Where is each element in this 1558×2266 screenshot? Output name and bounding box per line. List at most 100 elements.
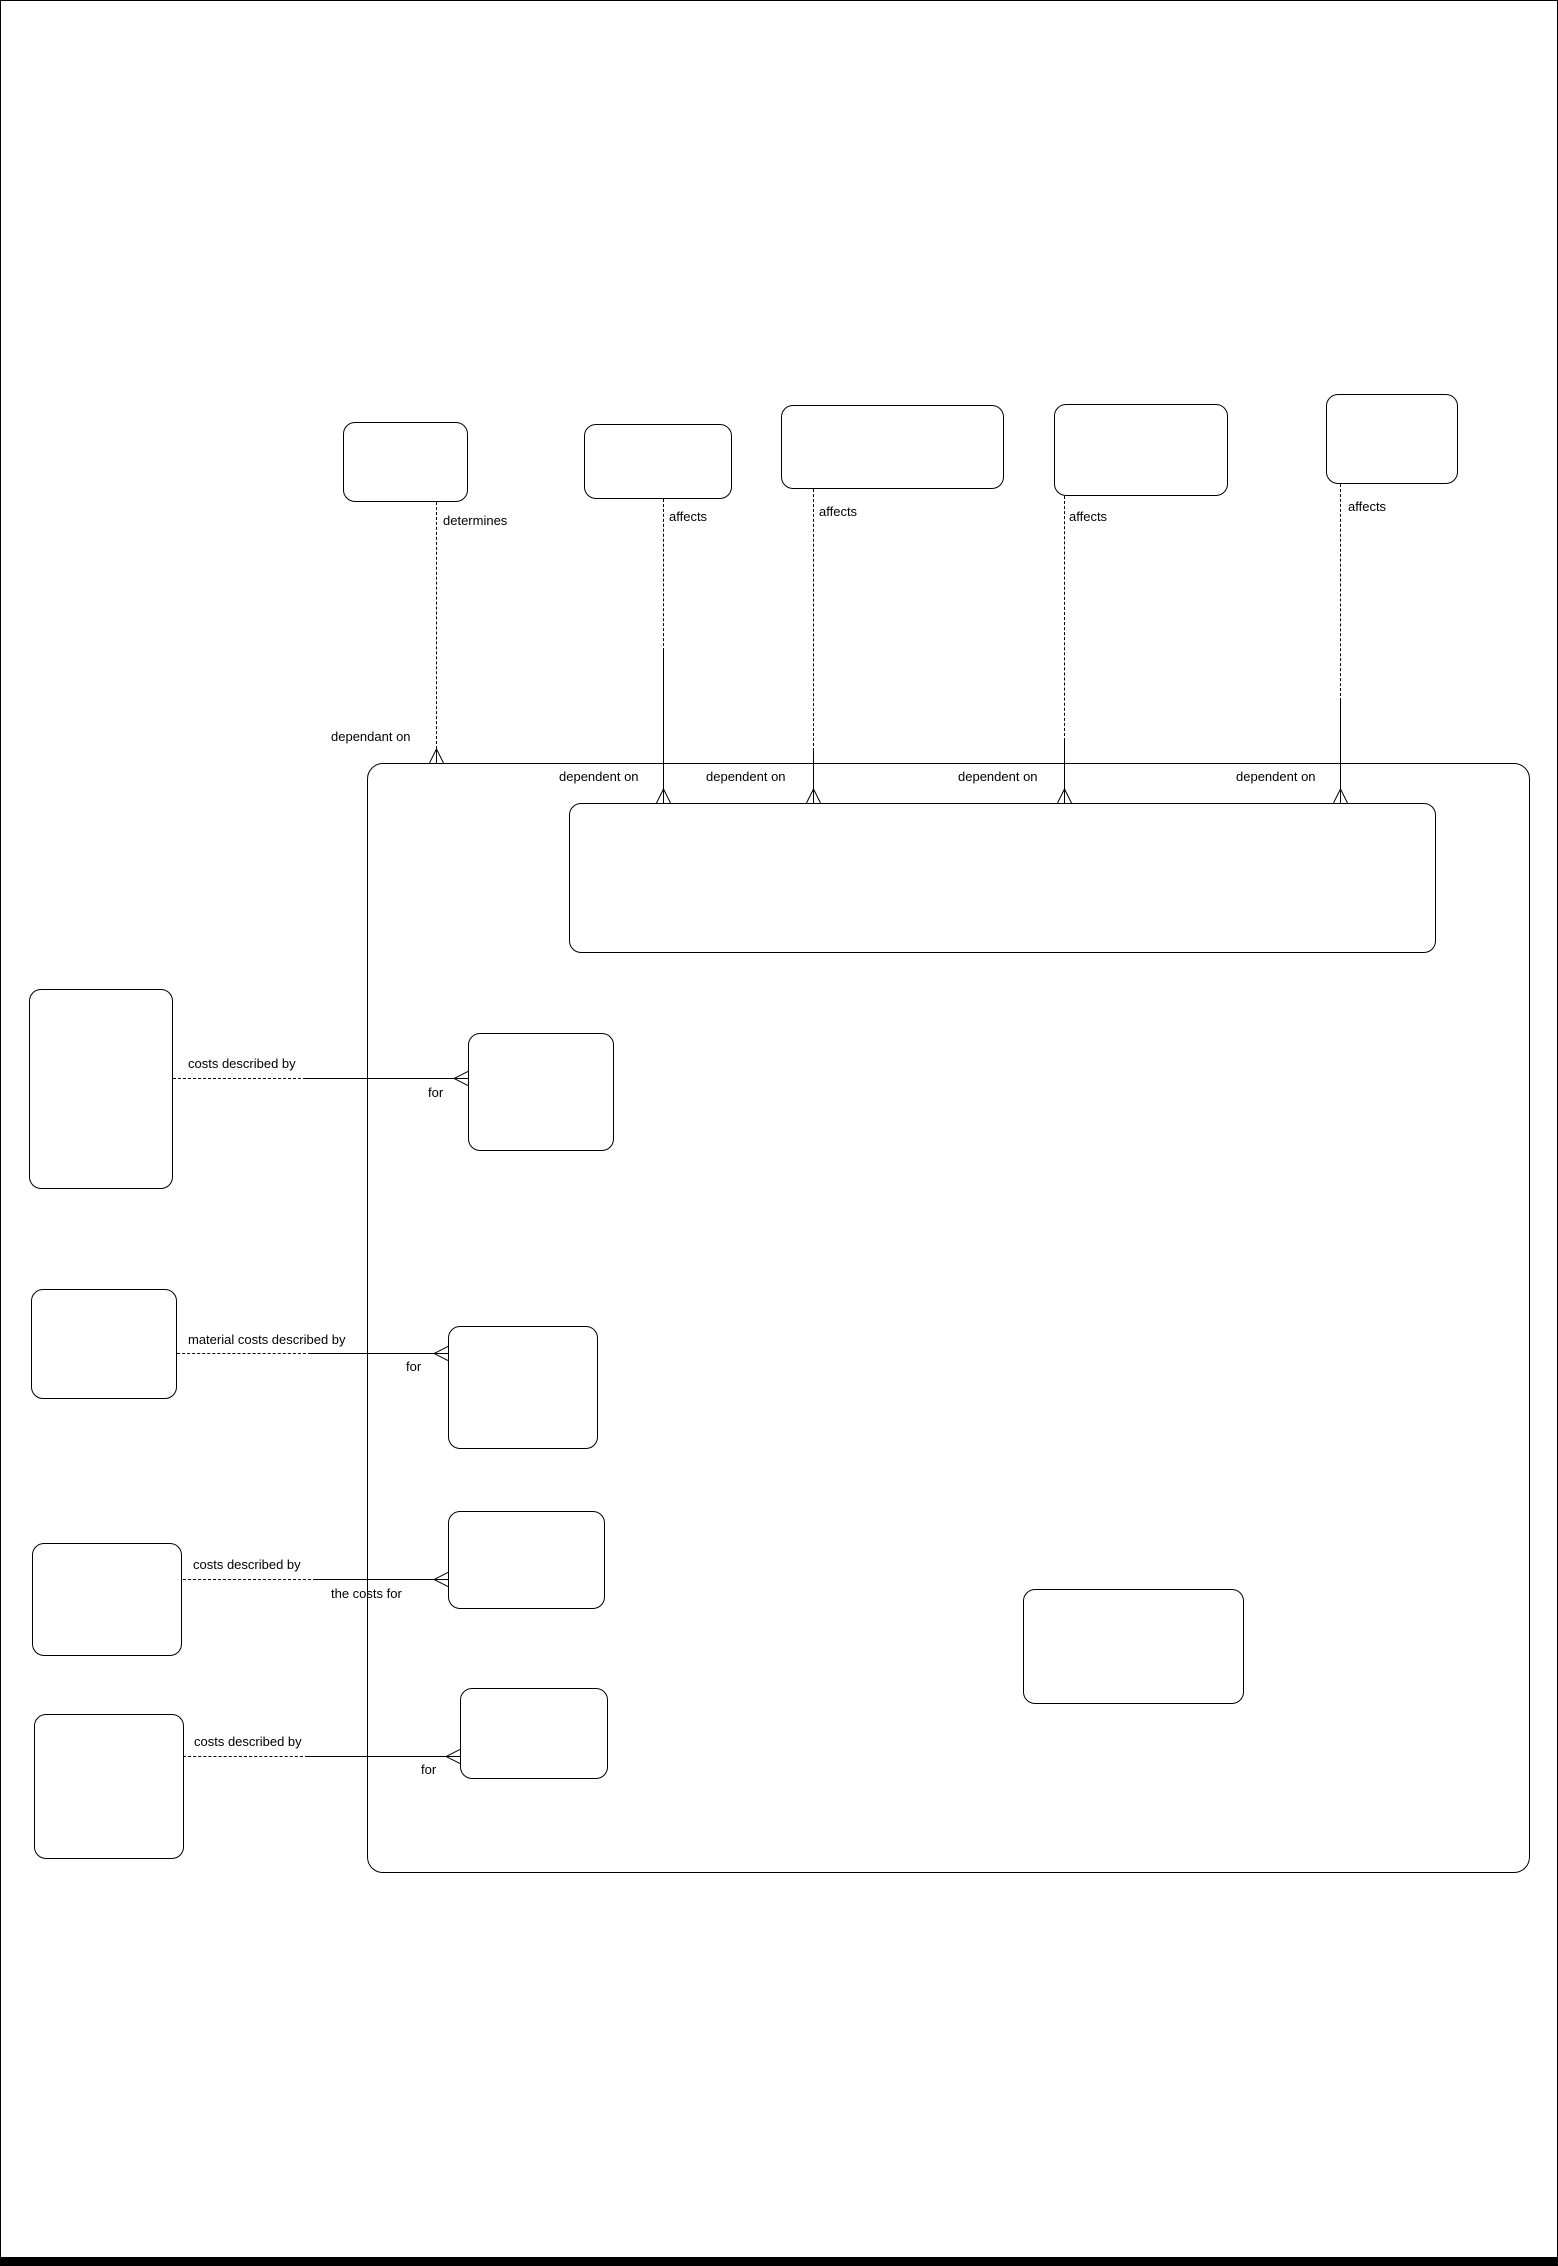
attribute-row (794, 430, 993, 443)
meter-metercost-crows-foot-icon (433, 1572, 449, 1592)
attribute-row (1067, 429, 1217, 442)
attribute-row (45, 1594, 171, 1607)
attribute-row (597, 449, 721, 462)
connector-module-modulecost-dashed (177, 1353, 311, 1354)
connector-metersize-labour-dashed (1064, 496, 1065, 741)
entity-service-pressure-type[interactable] (781, 405, 1004, 489)
attribute-row (597, 436, 721, 449)
base-basecost-crows-foot-icon (453, 1071, 469, 1091)
page-bottom-bar (1, 2257, 1557, 2265)
connector-module-modulecost-solid (311, 1353, 434, 1354)
entity-region[interactable] (343, 422, 468, 502)
metersize-labour-crows-foot-icon (1057, 788, 1072, 808)
connector-meter-metercost-solid (316, 1579, 434, 1580)
attribute-row (1339, 419, 1447, 432)
connector-enquiry-labour-dashed (663, 499, 664, 651)
region-cost-crows-foot-icon (429, 748, 444, 768)
entity-meter-size-code[interactable] (1054, 404, 1228, 496)
connector-metertype-labour-solid (1340, 701, 1341, 789)
entity-meter-type[interactable] (1326, 394, 1458, 484)
attribute-row (45, 1568, 171, 1581)
entity-module-cost[interactable] (448, 1326, 598, 1449)
attribute-row (380, 788, 1519, 801)
entity-meter-cost[interactable] (448, 1511, 605, 1609)
attribute-row (47, 1752, 173, 1765)
relationship-label-dependent-on-1: dependent on (559, 769, 639, 784)
attribute-row (356, 447, 457, 460)
connector-service-labour-dashed (813, 489, 814, 751)
entity-base-cost[interactable] (468, 1033, 614, 1151)
relationship-label-module-for: for (406, 1359, 422, 1374)
connector-base-basecost-solid (306, 1078, 454, 1079)
relationship-label-meter-the-costs-for: the costs for (331, 1586, 402, 1601)
attribute-row (42, 1014, 162, 1027)
attribute-row (45, 1581, 171, 1594)
attribute-row (47, 1726, 173, 1739)
attribute-row (42, 1092, 162, 1105)
entity-housing[interactable] (34, 1714, 184, 1859)
entity-module[interactable] (31, 1289, 177, 1399)
attribute-row (1036, 1614, 1233, 1627)
attribute-row (47, 1739, 173, 1752)
attribute-row (44, 1340, 166, 1353)
relationship-label-module-material-costs: material costs described by (188, 1332, 346, 1347)
service-labour-crows-foot-icon (806, 788, 821, 808)
attribute-row (42, 1066, 162, 1079)
connector-service-labour-solid (813, 751, 814, 789)
relationship-label-meter-costs-described-by: costs described by (193, 1557, 301, 1572)
enquiry-labour-crows-foot-icon (656, 788, 671, 808)
attribute-row (794, 417, 993, 430)
connector-base-basecost-dashed (173, 1078, 306, 1079)
entity-additional-item-cost[interactable] (1023, 1589, 1244, 1704)
attribute-row (1067, 455, 1217, 468)
relationship-label-affects-metertype: affects (1348, 499, 1387, 514)
connector-region-cost-dashed (436, 502, 437, 749)
connector-enquiry-labour-solid (663, 651, 664, 789)
attribute-row (44, 1301, 166, 1314)
attribute-row (380, 775, 1519, 788)
attribute-row (45, 1607, 171, 1620)
attribute-row (42, 1105, 162, 1118)
connector-housing-housingcost-dashed (183, 1756, 308, 1757)
entity-base[interactable] (29, 989, 173, 1189)
housing-housingcost-crows-foot-icon (445, 1749, 461, 1769)
relationship-label-base-costs-described-by: costs described by (188, 1056, 296, 1071)
entity-labour-cost[interactable] (569, 803, 1436, 953)
attribute-row (42, 1001, 162, 1014)
connector-metersize-labour-solid (1064, 741, 1065, 789)
relationship-label-housing-for: for (421, 1762, 437, 1777)
relationship-label-housing-costs-described-by: costs described by (194, 1734, 302, 1749)
entity-housing-cost[interactable] (460, 1688, 608, 1779)
relationship-label-determines: determines (443, 513, 508, 528)
attribute-row (42, 1131, 162, 1144)
attribute-row (47, 1778, 173, 1791)
connector-meter-metercost-dashed (183, 1579, 316, 1580)
relationship-label-dependent-on-4: dependent on (1236, 769, 1316, 784)
connector-housing-housingcost-solid (308, 1756, 446, 1757)
relationship-label-affects-service: affects (819, 504, 858, 519)
attribute-row (47, 1765, 173, 1778)
relationship-label-dependent-on-3: dependent on (958, 769, 1038, 784)
attribute-row (44, 1327, 166, 1340)
attribute-row (42, 1040, 162, 1053)
attribute-row (42, 1118, 162, 1131)
connector-metertype-labour-dashed (1340, 484, 1341, 701)
entity-enquiry-type[interactable] (584, 424, 732, 499)
entity-meter[interactable] (32, 1543, 182, 1656)
module-modulecost-crows-foot-icon (433, 1346, 449, 1366)
attribute-row (42, 1027, 162, 1040)
relationship-label-affects-enquiry: affects (669, 509, 708, 524)
attribute-row (356, 434, 457, 447)
attribute-row (1067, 442, 1217, 455)
attribute-row (42, 1079, 162, 1092)
attribute-row (42, 1053, 162, 1066)
attribute-row (1036, 1601, 1233, 1614)
relationship-label-dependent-on-2: dependent on (706, 769, 786, 784)
attribute-row (1339, 406, 1447, 419)
relationship-label-dependant-on: dependant on (331, 729, 411, 744)
attribute-row (45, 1555, 171, 1568)
attribute-row (44, 1314, 166, 1327)
attribute-row (1067, 416, 1217, 429)
relationship-label-affects-metersize: affects (1069, 509, 1108, 524)
